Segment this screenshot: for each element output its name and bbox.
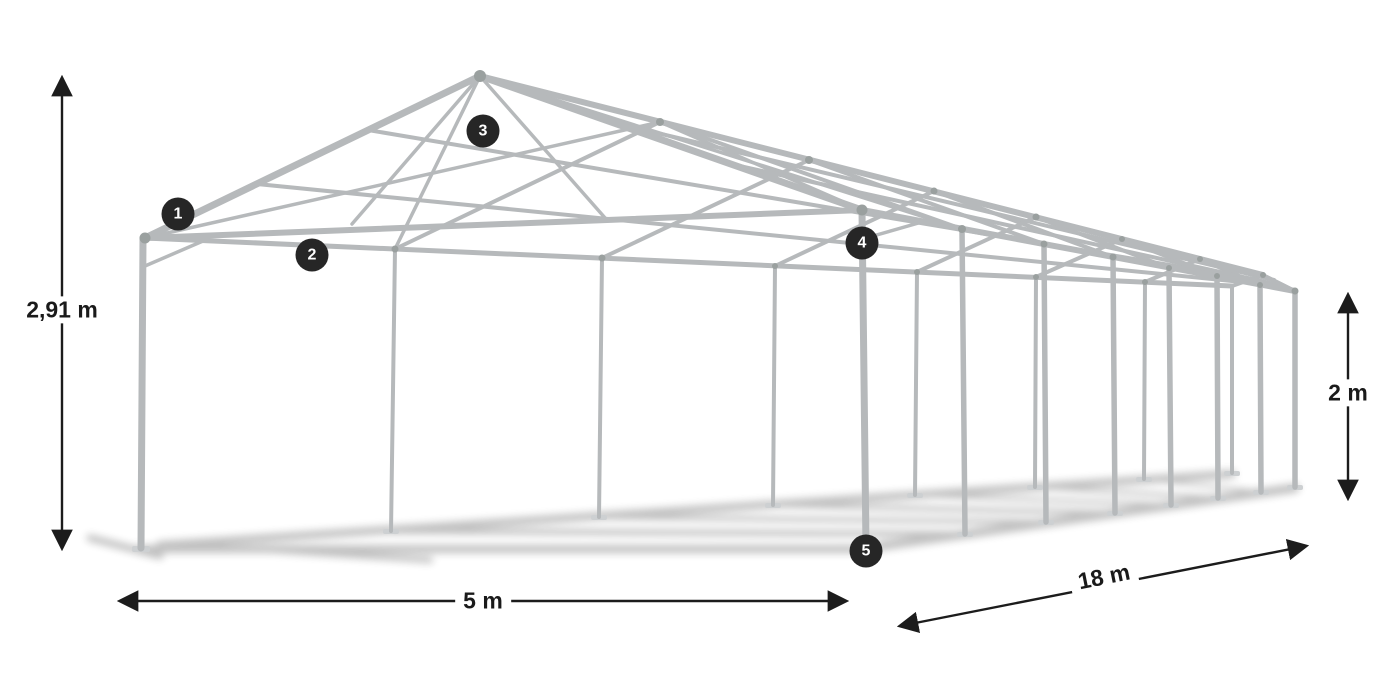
ground-shadows bbox=[86, 470, 1300, 563]
far-wall-posts bbox=[389, 247, 1234, 533]
front-gable bbox=[137, 72, 870, 552]
side-height-label: 2 m bbox=[1320, 379, 1376, 407]
marker-badge-4[interactable]: 4 bbox=[845, 226, 879, 260]
near-wall-posts bbox=[959, 226, 1298, 537]
ridge-and-purlins bbox=[142, 73, 1298, 294]
marker-badge-3[interactable]: 3 bbox=[466, 114, 500, 148]
dimension-arrows bbox=[51, 74, 1359, 634]
joint-connectors bbox=[139, 70, 1299, 295]
marker-badge-1[interactable]: 1 bbox=[161, 197, 195, 231]
marker-badge-2[interactable]: 2 bbox=[295, 238, 329, 272]
width-label: 5 m bbox=[455, 587, 511, 615]
marker-badge-5[interactable]: 5 bbox=[849, 534, 883, 568]
total-height-label: 2,91 m bbox=[18, 296, 106, 324]
